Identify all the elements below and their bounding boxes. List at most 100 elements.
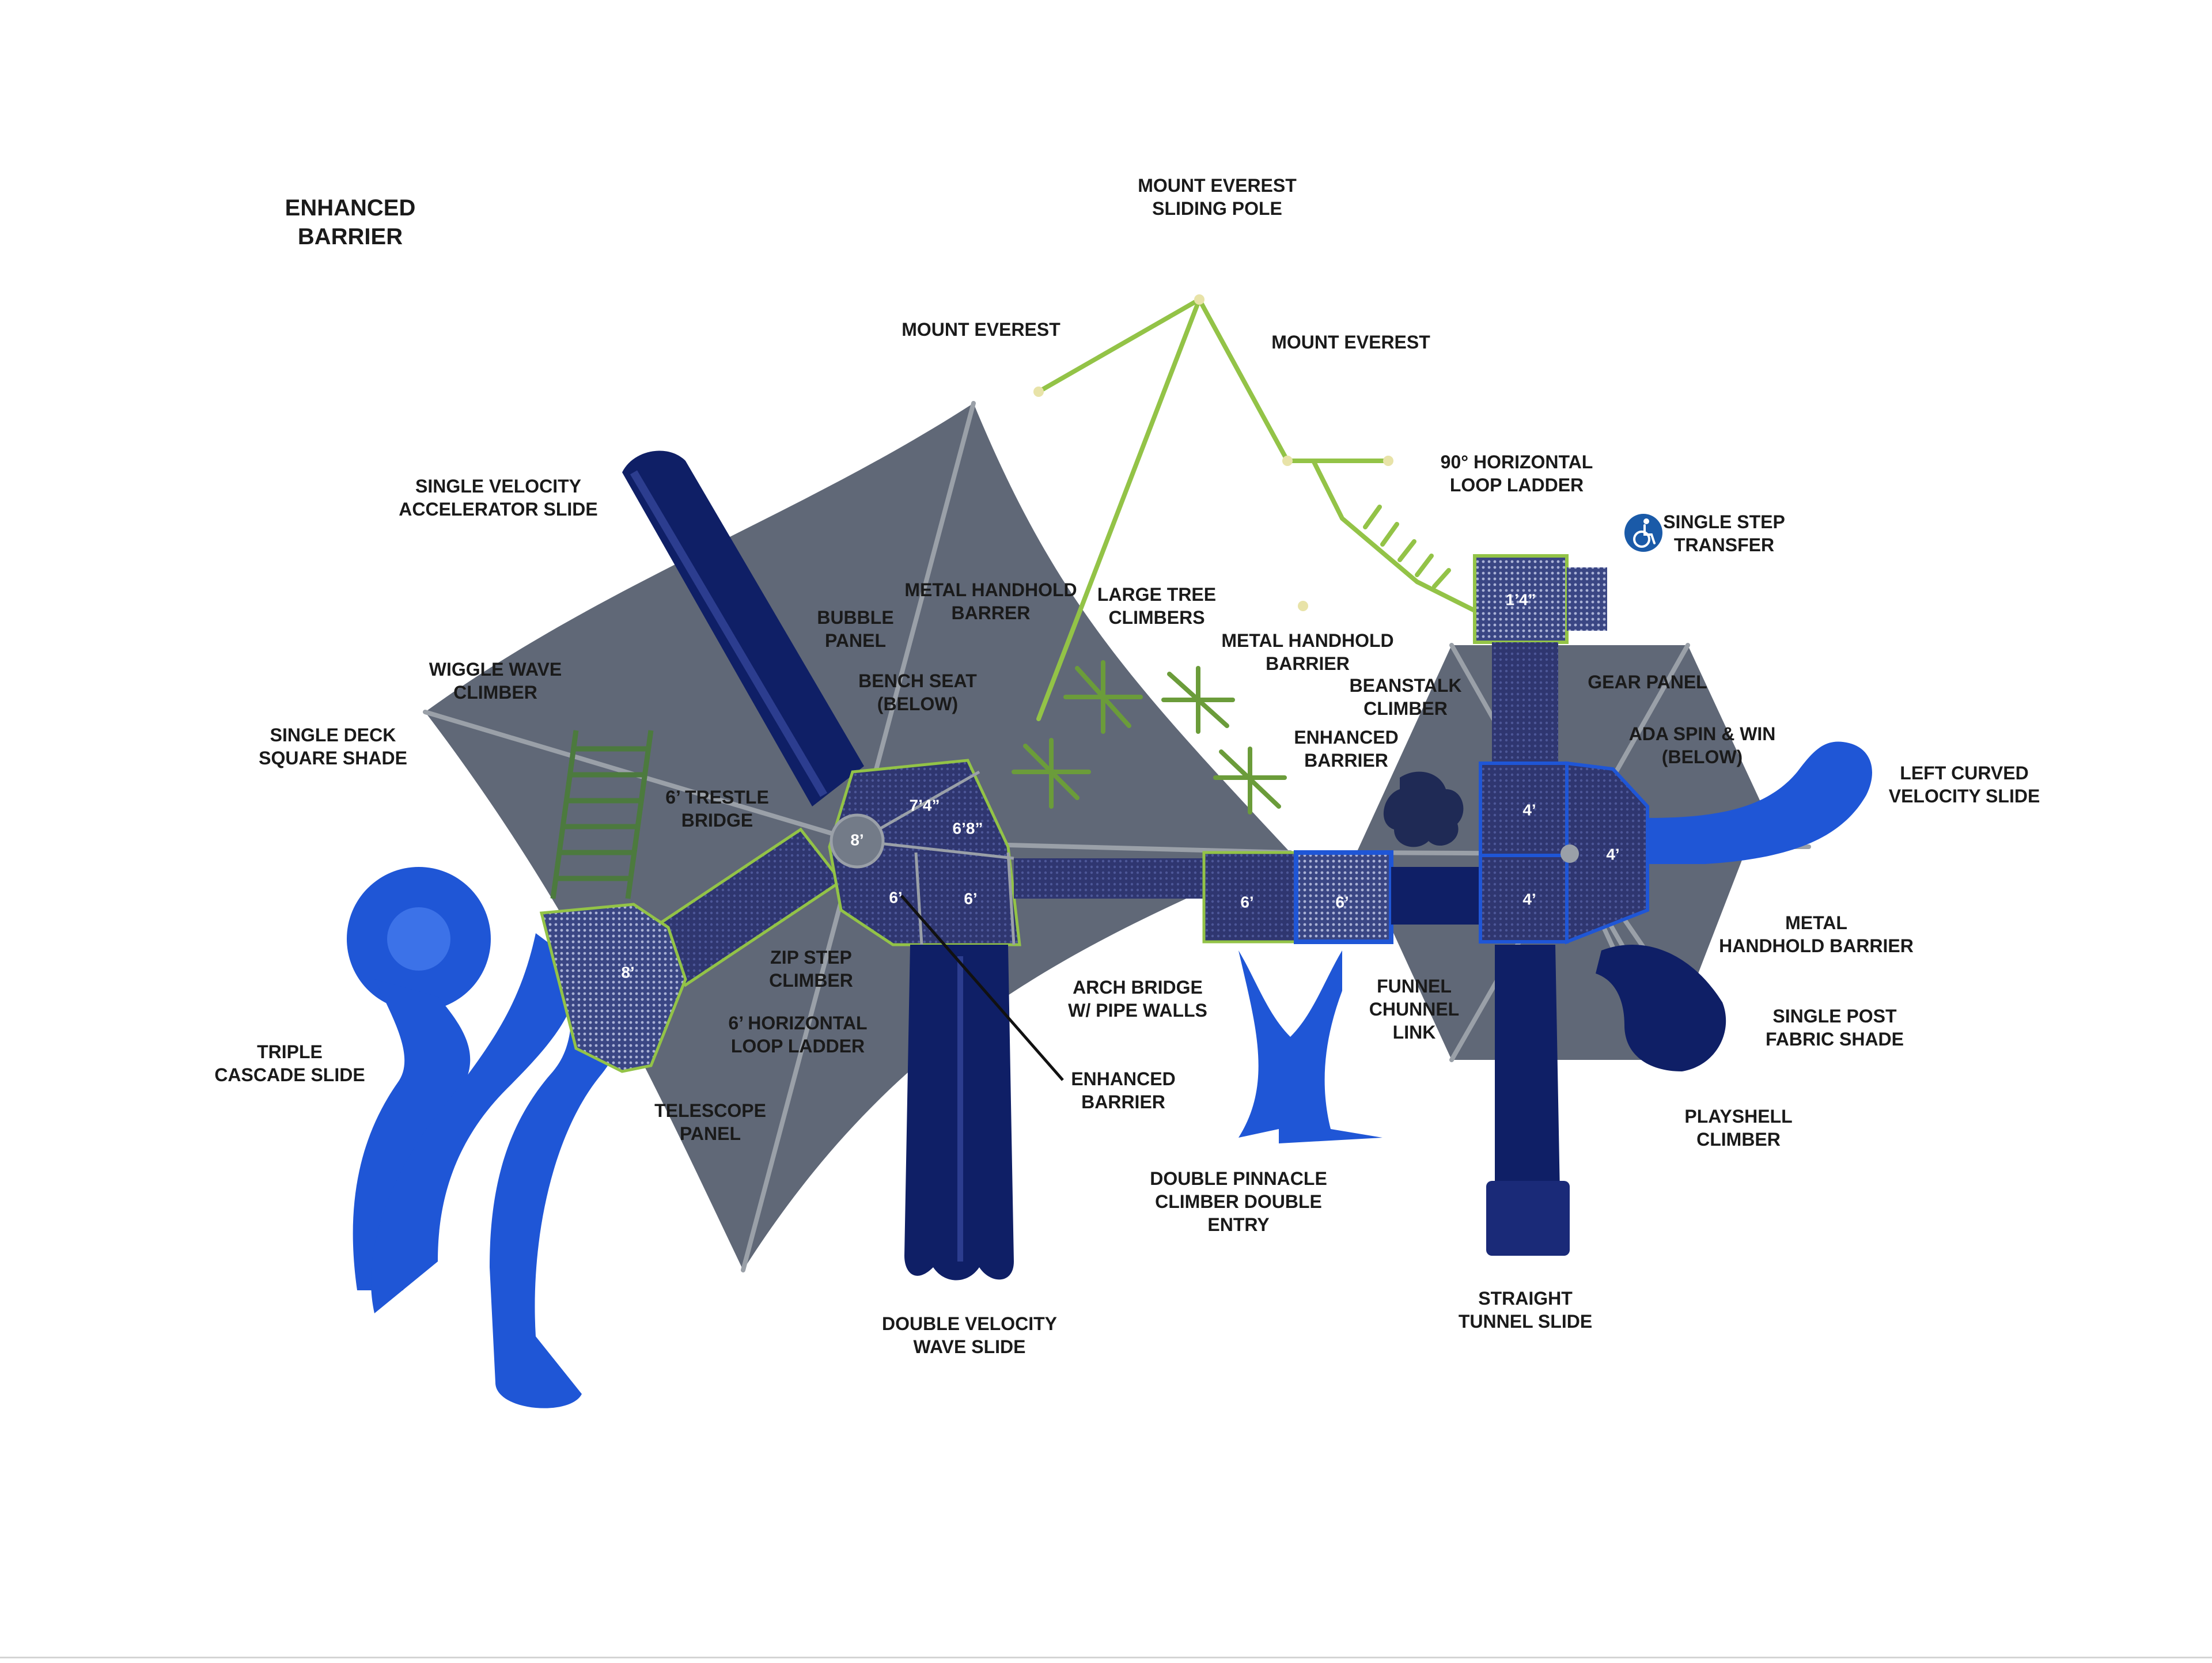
label-line: BARRIER [1304,750,1388,771]
left-curved-velocity-slide [1647,741,1872,864]
label-line: BEANSTALK [1349,675,1462,696]
label-bubble-panel: BUBBLE PANEL [817,606,893,652]
label-line: ZIP STEP [770,947,852,968]
deck-height-6-8: 6’8” [953,819,983,837]
mount-everest-climber [1036,297,1477,721]
label-line: BRIDGE [681,810,753,831]
label-line: CLIMBER [453,682,537,703]
funnel-chunnel [1391,867,1480,925]
label-enhanced-barrier-top: ENHANCED BARRIER [285,194,416,251]
label-line: TRANSFER [1673,535,1775,555]
label-line: TUNNEL SLIDE [1458,1311,1593,1332]
arch-bridge [1014,858,1210,899]
label-line: CLIMBERS [1108,607,1205,628]
label-line: LINK [1392,1022,1436,1043]
label-single-step-transfer: SINGLE STEP TRANSFER [1663,510,1785,556]
label-line: CLIMBER [1696,1129,1781,1150]
label-beanstalk-climber: BEANSTALK CLIMBER [1350,674,1462,720]
label-line: SINGLE VELOCITY [415,476,582,497]
label-triple-cascade-slide: TRIPLE CASCADE SLIDE [214,1040,365,1086]
hub-octagon-deck [830,813,885,869]
label-line: MOUNT EVEREST [1138,175,1297,196]
label-line: WAVE SLIDE [913,1336,1026,1357]
label-90-horizontal-loop-ladder: 90° HORIZONTAL LOOP LADDER [1441,450,1593,497]
large-tree-climbers [1012,660,1287,815]
label-line: PLAYSHELL [1684,1106,1793,1127]
label-line: DOUBLE VELOCITY [881,1313,1058,1334]
label-line: BARRIER [1081,1092,1165,1112]
deck-height-6-left: 6’ [889,888,902,906]
label-line: FABRIC SHADE [1765,1029,1904,1050]
label-line: PANEL [679,1123,741,1144]
label-mount-everest-right: MOUNT EVEREST [1271,331,1430,354]
label-line: CASCADE SLIDE [214,1065,365,1085]
label-line: VELOCITY SLIDE [1888,786,2040,806]
label-line: LEFT CURVED [1900,763,2029,783]
label-playshell-climber: PLAYSHELL CLIMBER [1684,1105,1792,1151]
label-line: BUBBLE [817,607,894,628]
label-mount-everest-left: MOUNT EVEREST [902,318,1060,341]
label-line: BARRER [951,603,1031,623]
label-double-pinnacle-climber: DOUBLE PINNACLE CLIMBER DOUBLE ENTRY [1150,1167,1327,1236]
label-line: SLIDING POLE [1152,198,1282,219]
cascade-deck [539,903,687,1073]
bottom-rule [0,1657,2212,1658]
label-line: SINGLE DECK [270,725,396,745]
label-line: BARRIER [1266,653,1350,674]
label-line: SINGLE STEP [1663,512,1785,532]
label-telescope-panel: TELESCOPE PANEL [654,1099,766,1145]
label-line: ENHANCED [285,195,416,221]
label-line: CHUNNEL [1369,999,1460,1020]
label-line: SINGLE POST [1772,1006,1897,1026]
label-line: ARCH BRIDGE [1073,977,1203,998]
label-wiggle-wave-climber: WIGGLE WAVE CLIMBER [429,658,562,704]
label-line: ENHANCED [1294,727,1399,748]
deck-height-bridge-b: 6’ [1335,893,1349,911]
label-line: 6’ HORIZONTAL [728,1013,868,1033]
label-enhanced-barrier-mid: ENHANCED BARRIER [1294,726,1398,772]
label-left-curved-velocity-slide: LEFT CURVED VELOCITY SLIDE [1889,762,2040,808]
tower-ramp [1492,642,1558,763]
label-line: CLIMBER [1363,698,1448,719]
label-single-velocity-accelerator-slide: SINGLE VELOCITY ACCELERATOR SLIDE [399,475,598,521]
label-line: METAL HANDHOLD [904,579,1077,600]
label-line: METAL [1785,912,1847,933]
label-line: (BELOW) [877,694,959,714]
label-line: SQUARE SHADE [259,748,407,768]
label-single-deck-square-shade: SINGLE DECK SQUARE SHADE [259,723,407,770]
accelerator-slide [622,450,864,806]
tunnel-slide-exit [1486,1181,1570,1256]
label-straight-tunnel-slide: STRAIGHT TUNNEL SLIDE [1459,1287,1592,1333]
deck-height-tower-lower: 4’ [1522,890,1536,908]
label-line: WIGGLE WAVE [429,659,562,680]
label-line: LOOP LADDER [1449,475,1584,495]
label-double-velocity-wave-slide: DOUBLE VELOCITY WAVE SLIDE [882,1312,1057,1358]
label-metal-handhold-barrer: METAL HANDHOLD BARRER [904,578,1077,624]
label-line: ENHANCED [1071,1069,1176,1089]
wheelchair-accessible-icon [1624,514,1662,552]
label-line: W/ PIPE WALLS [1068,1000,1207,1021]
label-metal-handhold-barrier-right: METAL HANDHOLD BARRIER [1719,911,1914,957]
everest-joints [1033,294,1393,611]
label-line: FUNNEL [1377,976,1452,997]
label-line: DOUBLE PINNACLE [1150,1168,1327,1189]
label-metal-handhold-barrier-mid: METAL HANDHOLD BARRIER [1221,629,1393,675]
label-line: STRAIGHT [1478,1288,1573,1309]
label-large-tree-climbers: LARGE TREE CLIMBERS [1097,583,1216,629]
label-line: CLIMBER DOUBLE [1155,1191,1322,1212]
tower-hub [1560,844,1579,863]
label-line: HANDHOLD BARRIER [1719,935,1914,956]
label-line: ENTRY [1207,1214,1270,1235]
label-line: TELESCOPE [654,1100,766,1121]
label-line: MOUNT EVEREST [902,319,1060,340]
wiggle-wave-ladder [550,730,654,899]
label-line: GEAR PANEL [1588,672,1707,692]
deck-height-tower-upper: 4’ [1522,801,1536,819]
label-line: 90° HORIZONTAL [1440,452,1593,472]
deck-height-transfer: 1’4” [1506,590,1536,608]
label-line: METAL HANDHOLD [1221,630,1394,651]
label-trestle-bridge: 6’ TRESTLE BRIDGE [665,786,769,832]
label-line: 6’ TRESTLE [665,787,769,808]
